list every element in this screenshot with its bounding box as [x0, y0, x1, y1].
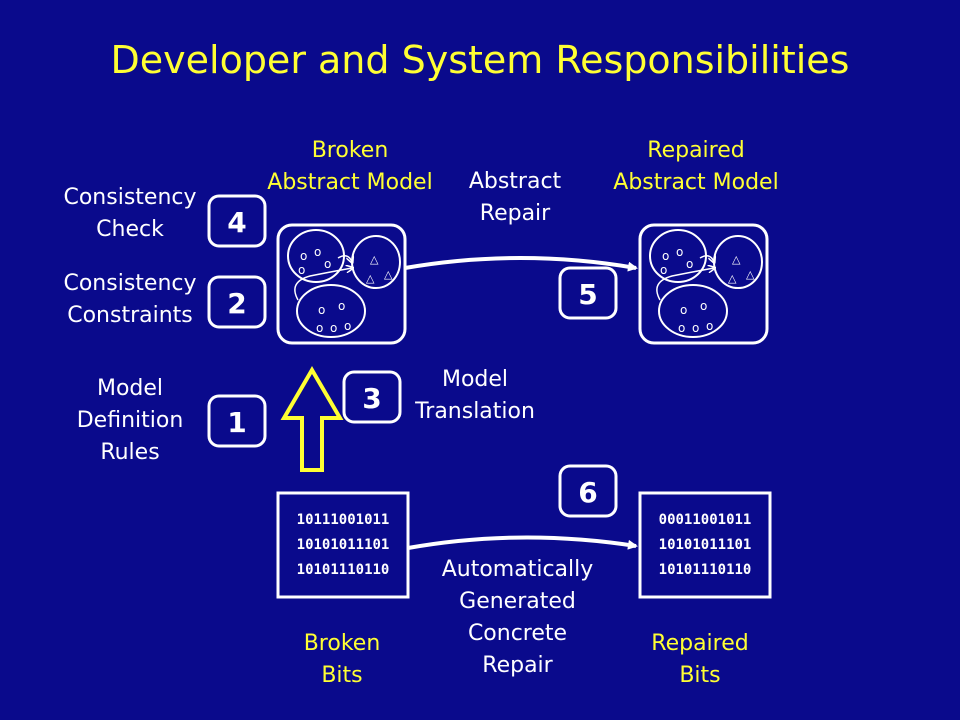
step-2-badge: 2 — [207, 275, 267, 329]
repaired-abstract-model-label: Repaired Abstract Model — [596, 135, 796, 199]
consistency-constraints-label: Consistency Constraints — [35, 268, 225, 332]
repaired-triangle-symbol: △ — [728, 272, 737, 285]
model-definition-line-3: Rules — [100, 440, 160, 465]
broken-circle-symbol: o — [298, 263, 305, 277]
broken-bits-row-1: 10111001011 — [296, 512, 390, 528]
abstract-repair-line-2: Repair — [479, 201, 551, 226]
repaired-triangle-symbol: △ — [732, 253, 741, 266]
model-definition-rules-label: Model Definition Rules — [55, 373, 205, 469]
broken-abstract-model-label: Broken Abstract Model — [250, 135, 450, 199]
broken-bits-row-2: 10101011101 — [296, 537, 390, 553]
repaired-model-line-2: Abstract Model — [613, 170, 779, 195]
consistency-constraints-line-2: Constraints — [67, 303, 193, 328]
broken-bits-row-3: 10101110110 — [296, 562, 390, 578]
svg-text:1: 1 — [227, 406, 246, 439]
repaired-circle-symbol: o — [700, 299, 707, 313]
abstract-repair-label: Abstract Repair — [445, 166, 585, 230]
concrete-repair-line-3: Concrete — [467, 621, 568, 646]
repaired-bits-box — [638, 491, 772, 599]
svg-text:5: 5 — [578, 278, 597, 311]
broken-triangle-symbol: △ — [384, 268, 393, 281]
step-3-badge: 3 — [342, 370, 402, 424]
repaired-bits-row-3: 10101110110 — [658, 562, 752, 578]
svg-text:2: 2 — [227, 287, 246, 320]
model-translation-arrow — [280, 366, 344, 472]
consistency-check-label: Consistency Check — [40, 182, 220, 246]
broken-triangle-symbol: △ — [370, 253, 379, 266]
concrete-repair-line-1: Automatically — [441, 557, 594, 582]
repaired-bits-row-1: 00011001011 — [658, 512, 752, 528]
broken-circle-symbol: o — [324, 257, 331, 271]
model-definition-line-1: Model — [96, 376, 164, 401]
broken-circle-symbol: o — [300, 249, 307, 263]
repaired-triangle-symbol: △ — [746, 268, 755, 281]
model-translation-line-2: Translation — [415, 399, 535, 424]
svg-text:6: 6 — [578, 476, 597, 509]
concrete-repair-label: Automatically Generated Concrete Repair — [420, 554, 615, 682]
broken-circle-symbol: o — [318, 303, 325, 317]
broken-model-line-1: Broken — [311, 138, 389, 163]
repaired-circle-symbol: o — [678, 321, 685, 335]
model-translation-line-1: Model — [441, 367, 509, 392]
repaired-circle-symbol: o — [676, 245, 683, 259]
abstract-repair-line-1: Abstract — [468, 169, 562, 194]
repaired-bits-line-2: Bits — [679, 663, 721, 688]
consistency-check-line-1: Consistency — [63, 185, 197, 210]
consistency-check-line-2: Check — [96, 217, 164, 242]
broken-bits-box — [276, 491, 410, 599]
repaired-circle-symbol: o — [680, 303, 687, 317]
broken-circle-symbol: o — [338, 299, 345, 313]
repaired-model-box — [638, 223, 769, 345]
repaired-circle-symbol: o — [686, 257, 693, 271]
repaired-bits-text: 00011001011 10101011101 10101110110 — [640, 508, 770, 583]
broken-bits-label: Broken Bits — [272, 628, 412, 692]
repaired-bits-line-1: Repaired — [651, 631, 749, 656]
step-5-badge: 5 — [558, 266, 618, 320]
broken-bits-text: 10111001011 10101011101 10101110110 — [278, 508, 408, 583]
repaired-circle-symbol: o — [660, 263, 667, 277]
step-6-badge: 6 — [558, 464, 618, 518]
broken-circle-symbol: o — [314, 245, 321, 259]
model-definition-line-2: Definition — [76, 408, 184, 433]
repaired-model-line-1: Repaired — [647, 138, 745, 163]
concrete-repair-line-2: Generated — [459, 589, 576, 614]
repaired-bits-label: Repaired Bits — [630, 628, 770, 692]
repaired-circle-symbol: o — [662, 249, 669, 263]
abstract-repair-arrow — [404, 256, 638, 272]
model-translation-label: Model Translation — [400, 364, 550, 428]
consistency-constraints-line-1: Consistency — [63, 271, 197, 296]
broken-circle-symbol: o — [316, 321, 323, 335]
svg-text:4: 4 — [227, 206, 246, 239]
broken-circle-symbol: o — [330, 321, 337, 335]
concrete-repair-line-4: Repair — [482, 653, 553, 678]
page-title: Developer and System Responsibilities — [110, 38, 850, 82]
concrete-repair-arrow — [407, 535, 638, 550]
svg-text:3: 3 — [362, 382, 381, 415]
step-4-badge: 4 — [207, 194, 267, 248]
broken-triangle-symbol: △ — [366, 272, 375, 285]
broken-model-box — [276, 223, 407, 345]
broken-bits-line-1: Broken — [303, 631, 381, 656]
repaired-bits-row-2: 10101011101 — [658, 537, 752, 553]
step-1-badge: 1 — [207, 394, 267, 448]
repaired-circle-symbol: o — [706, 319, 713, 333]
repaired-circle-symbol: o — [692, 321, 699, 335]
broken-circle-symbol: o — [344, 319, 351, 333]
broken-model-line-2: Abstract Model — [267, 170, 433, 195]
broken-bits-line-2: Bits — [321, 663, 363, 688]
